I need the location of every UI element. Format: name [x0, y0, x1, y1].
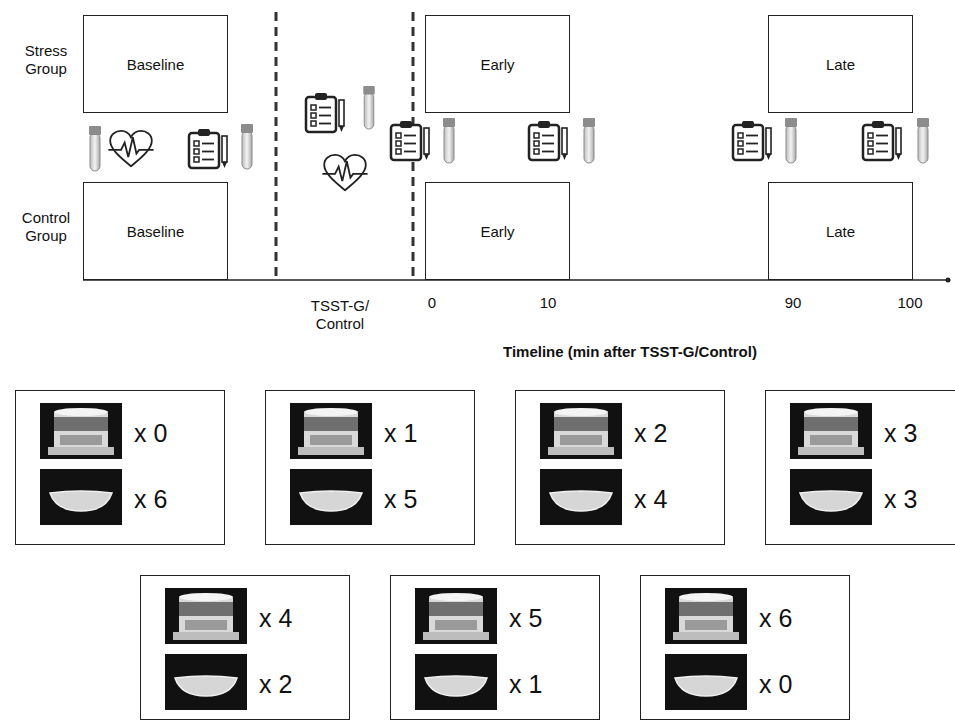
tick-label: 0: [412, 294, 452, 312]
count-label: x 5: [384, 485, 474, 513]
tick-label: 90: [773, 294, 813, 312]
phase-box: Late: [768, 182, 913, 280]
phase-label: Late: [818, 52, 863, 77]
phase-label: Baseline: [119, 52, 193, 77]
count-label: x 6: [759, 604, 849, 632]
tick-label: 100: [890, 294, 930, 312]
group-label: Stress Group: [14, 42, 78, 78]
phase-label: Early: [472, 52, 522, 77]
tick-label: 10: [528, 294, 568, 312]
phase-box: Baseline: [83, 182, 228, 280]
count-label: x 4: [259, 604, 349, 632]
phase-box: Baseline: [83, 15, 228, 113]
count-label: x 3: [884, 485, 955, 513]
phase-label: Baseline: [119, 219, 193, 244]
count-label: x 6: [134, 485, 224, 513]
choice-option-box: x 6 x 0: [640, 575, 850, 720]
count-label: x 1: [509, 670, 599, 698]
count-label: x 1: [384, 419, 474, 447]
group-label: Control Group: [14, 209, 78, 245]
choice-option-box: x 1 x 5: [265, 390, 475, 545]
choice-option-box: x 4 x 2: [140, 575, 350, 720]
axis-title: Timeline (min after TSST-G/Control): [420, 343, 840, 361]
choice-option-box: x 5 x 1: [390, 575, 600, 720]
count-label: x 2: [259, 670, 349, 698]
choice-option-box: x 2 x 4: [515, 390, 725, 545]
food-pictures: [141, 576, 341, 721]
food-pictures: [641, 576, 841, 721]
food-pictures: [766, 391, 954, 546]
phase-box: Early: [425, 182, 570, 280]
count-label: x 5: [509, 604, 599, 632]
food-pictures: [266, 391, 466, 546]
count-label: x 3: [884, 419, 955, 447]
phase-box: Early: [425, 15, 570, 113]
food-pictures: [16, 391, 216, 546]
food-pictures: [391, 576, 591, 721]
count-label: x 0: [759, 670, 849, 698]
phase-box: Late: [768, 15, 913, 113]
phase-label: Late: [818, 219, 863, 244]
condition-label: TSST-G/ Control: [300, 297, 380, 333]
choice-option-box: x 0 x 6: [15, 390, 225, 545]
count-label: x 2: [634, 419, 724, 447]
count-label: x 0: [134, 419, 224, 447]
food-pictures: [516, 391, 716, 546]
phase-label: Early: [472, 219, 522, 244]
choice-option-box: x 3 x 3: [765, 390, 955, 545]
count-label: x 4: [634, 485, 724, 513]
